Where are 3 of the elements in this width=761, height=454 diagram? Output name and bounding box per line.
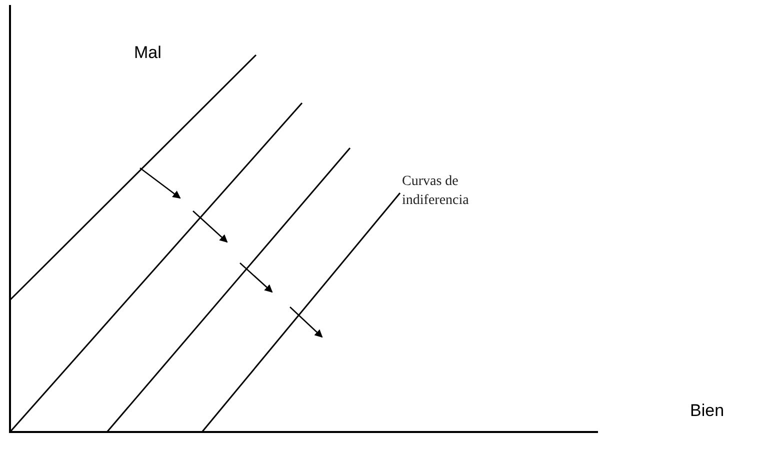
axis-label: Bien bbox=[690, 400, 724, 422]
axis-label: Mal bbox=[134, 42, 162, 64]
axis-label: Curvas de indiferencia bbox=[402, 173, 470, 210]
